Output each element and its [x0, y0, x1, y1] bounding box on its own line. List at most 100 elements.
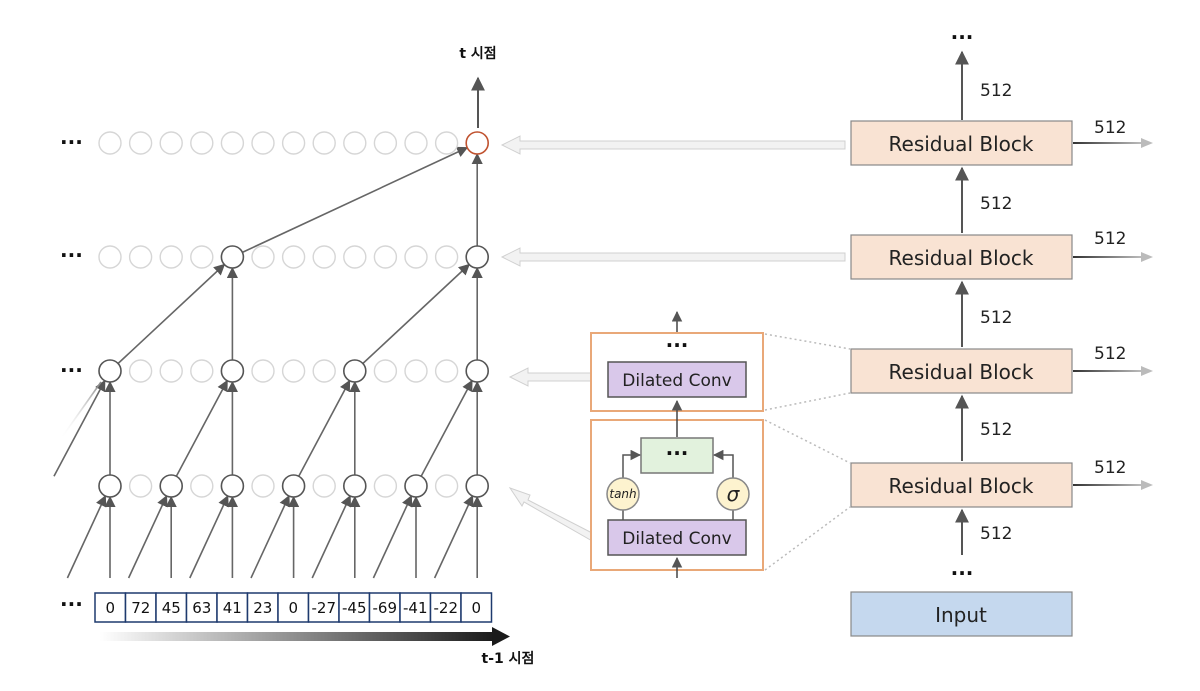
skip-output-3-head [1141, 252, 1153, 262]
active-node [159, 474, 183, 498]
residual-block-1-label: Residual Block [889, 474, 1034, 498]
detail-connector [764, 419, 851, 464]
time-arrow-head [492, 627, 510, 646]
detail-connector [764, 506, 851, 571]
active-node [98, 474, 122, 498]
channel-label-4: 512 [980, 194, 1012, 214]
inactive-node [190, 131, 214, 155]
input-block-label: Input [935, 603, 987, 627]
sequence-value: 0 [288, 599, 298, 617]
layer2-edge [362, 263, 470, 365]
active-node [465, 245, 490, 269]
sequence-value: 23 [253, 599, 272, 617]
dilated-conv-upper-label: Dilated Conv [622, 371, 731, 391]
layer1-edge [298, 379, 351, 477]
skip-label-4: 512 [1094, 118, 1126, 138]
skip-output-2-head [1141, 366, 1153, 376]
skip-label-2: 512 [1094, 344, 1126, 364]
active-node [220, 474, 245, 498]
inactive-node [220, 131, 245, 155]
channel-label-1: 512 [980, 524, 1012, 544]
sequence-value: -69 [373, 599, 398, 617]
input-block [850, 591, 1073, 637]
mapping-arrow-3 [500, 247, 846, 267]
input-edge [189, 494, 229, 579]
row-ellipsis-group: ··· ··· ··· ··· [60, 130, 83, 616]
inactive-node [373, 245, 398, 269]
active-node [404, 474, 428, 498]
input-edge [66, 494, 107, 579]
dilated-conv-upper [607, 361, 747, 398]
skip-output-1 [1073, 484, 1141, 486]
sigma-branch [712, 449, 734, 480]
sequence-value: 63 [192, 599, 211, 617]
sequence-value: 72 [131, 599, 150, 617]
network-nodes [98, 131, 490, 498]
network-connections [53, 146, 483, 579]
mapping-arrow-1 [508, 487, 597, 543]
residual-block-1 [850, 462, 1073, 508]
inactive-node [312, 245, 336, 269]
gate-multiply-box [640, 437, 714, 474]
inactive-node [98, 131, 122, 155]
sequence-cell [460, 592, 493, 623]
time-arrow-bar [100, 632, 495, 641]
sequence-cell [429, 592, 462, 623]
residual-stack: ··· 512 Residual Block 512 Residual Bloc… [850, 25, 1153, 637]
inactive-node [404, 131, 428, 155]
input-edge [433, 494, 474, 579]
detail-upper-ellipsis: ··· [666, 333, 689, 357]
inactive-node [312, 131, 336, 155]
tanh-branch [622, 449, 642, 480]
inactive-node [251, 131, 275, 155]
sequence-value: 0 [105, 599, 115, 617]
top-time-label: t 시점 [459, 45, 496, 62]
input-edge [250, 494, 290, 579]
sequence-value: -22 [434, 599, 459, 617]
bottom-time-label: t-1 시점 [482, 650, 535, 667]
skip-output-3 [1073, 256, 1141, 258]
sequence-cell [246, 592, 279, 623]
detail-panel: ··· Dilated Conv ··· tanh σ Dilated Conv [590, 310, 851, 578]
inactive-node [312, 359, 336, 383]
inactive-node [98, 245, 122, 269]
skip-label-3: 512 [1094, 229, 1126, 249]
active-node [342, 474, 367, 498]
layer1-edge [420, 379, 473, 477]
inactive-node [159, 359, 183, 383]
inactive-node [434, 359, 459, 383]
channel-label-3: 512 [980, 308, 1012, 328]
inactive-node [128, 359, 153, 383]
active-node [281, 474, 306, 498]
sequence-cell [277, 592, 310, 623]
inactive-node [251, 474, 275, 498]
layer1-edge [175, 379, 228, 477]
active-node [220, 359, 245, 383]
skip-output-4-head [1141, 138, 1153, 148]
inactive-node [128, 474, 153, 498]
sequence-value: 41 [223, 599, 242, 617]
mapping-arrow-4 [500, 135, 846, 155]
inactive-node [434, 474, 459, 498]
sigma-node [716, 477, 750, 511]
residual-block-3 [850, 234, 1073, 280]
layer2-edge [117, 263, 226, 365]
sequence-value: 0 [471, 599, 481, 617]
detail-connector [764, 333, 851, 350]
sigma-label: σ [727, 482, 741, 506]
active-node [220, 245, 245, 269]
input-edge [372, 494, 413, 579]
sequence-ellipsis: ··· [60, 592, 83, 616]
inactive-node [281, 359, 306, 383]
inactive-node [404, 245, 428, 269]
inactive-node [281, 131, 306, 155]
inactive-node [281, 245, 306, 269]
residual-block-2 [850, 348, 1073, 394]
sequence-cell [185, 592, 218, 623]
inactive-node [434, 131, 459, 155]
inactive-node [159, 131, 183, 155]
active-node [465, 359, 490, 383]
dilated-conv-lower [607, 519, 747, 556]
